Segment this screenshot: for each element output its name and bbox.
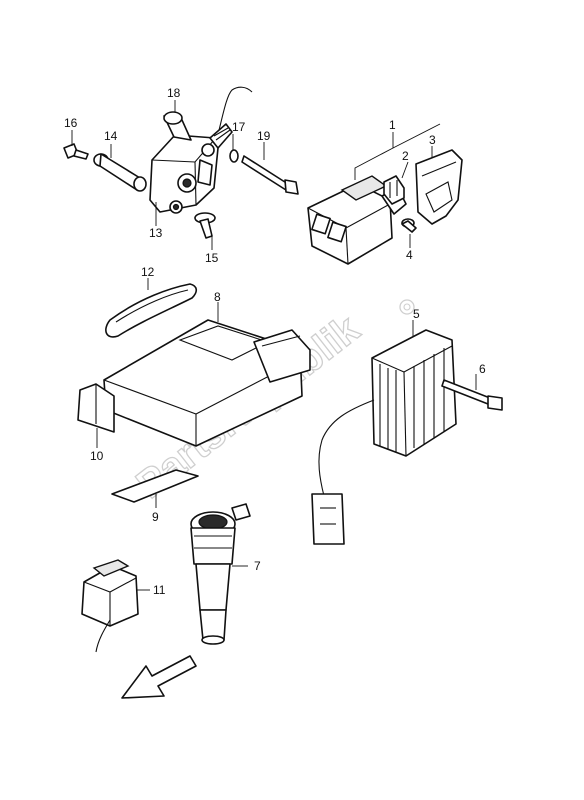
part-11-module [81,559,139,653]
callouts: 1 2 3 4 5 6 7 8 9 10 11 12 13 14 15 16 1… [64,86,486,597]
callout-16: 16 [64,116,78,130]
callout-13: 13 [149,226,163,240]
callout-4: 4 [406,248,413,262]
callout-1: 1 [389,118,396,132]
part-13-bracket [149,134,219,214]
callout-18: 18 [167,86,181,100]
part-9-strip [111,469,199,503]
callout-2: 2 [402,149,409,163]
part-4-screw [401,218,417,233]
part-5-regulator [311,329,457,545]
callout-14: 14 [104,129,118,143]
part-18-bushing [163,111,192,141]
part-8-ecm [103,319,311,447]
callout-19: 19 [257,129,271,143]
callout-7: 7 [254,559,261,573]
front-direction-arrow-icon [121,655,197,699]
callout-6: 6 [479,362,486,376]
callout-5: 5 [413,307,420,321]
part-10-pad [77,383,115,433]
callout-11: 11 [153,583,166,597]
callout-8: 8 [214,290,221,304]
callout-3: 3 [429,133,436,147]
callout-12: 12 [141,265,155,279]
part-2-fuse [383,175,405,205]
callout-9: 9 [152,510,159,524]
leader-lines [71,100,477,591]
part-12-band [105,283,198,338]
watermark-gear-icon [399,299,415,315]
part-17-sensor [209,86,253,149]
part-3-cover [415,149,463,225]
part-14-collar [93,153,147,192]
part-7-ignition-coil [190,503,251,645]
callout-15: 15 [205,251,219,265]
part-19-bolt [229,149,299,195]
part-15-screw [194,212,216,239]
callout-17: 17 [232,120,246,134]
part-16-bolt [63,143,89,160]
part-6-bolt [441,379,503,411]
callout-10: 10 [90,449,104,463]
